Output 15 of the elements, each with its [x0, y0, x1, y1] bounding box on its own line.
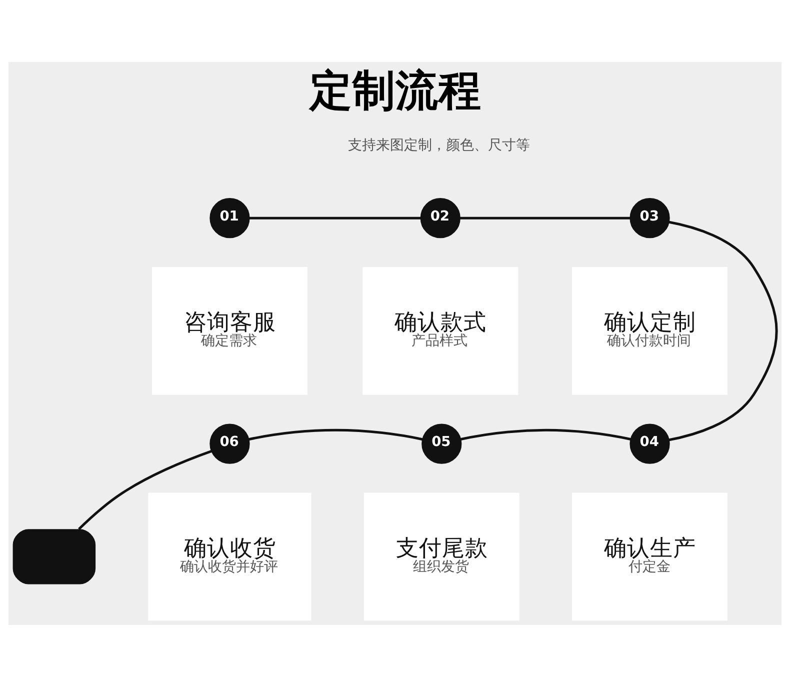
connector	[459, 428, 632, 440]
node-box	[12, 528, 96, 584]
node-circle: 06	[210, 423, 250, 464]
connector	[668, 220, 778, 441]
connector	[78, 449, 214, 530]
node-circle: 04	[630, 423, 670, 464]
diagram-title: 定制流程	[310, 65, 482, 116]
node-circle: 01	[210, 198, 250, 238]
connector	[247, 428, 424, 440]
connector	[248, 216, 422, 219]
label: 支持来图定制，颜色、尺寸等	[348, 137, 530, 154]
connector	[458, 216, 632, 219]
node-circle: 05	[422, 423, 462, 464]
node-circle: 02	[420, 198, 460, 238]
node-circle: 03	[630, 198, 670, 238]
